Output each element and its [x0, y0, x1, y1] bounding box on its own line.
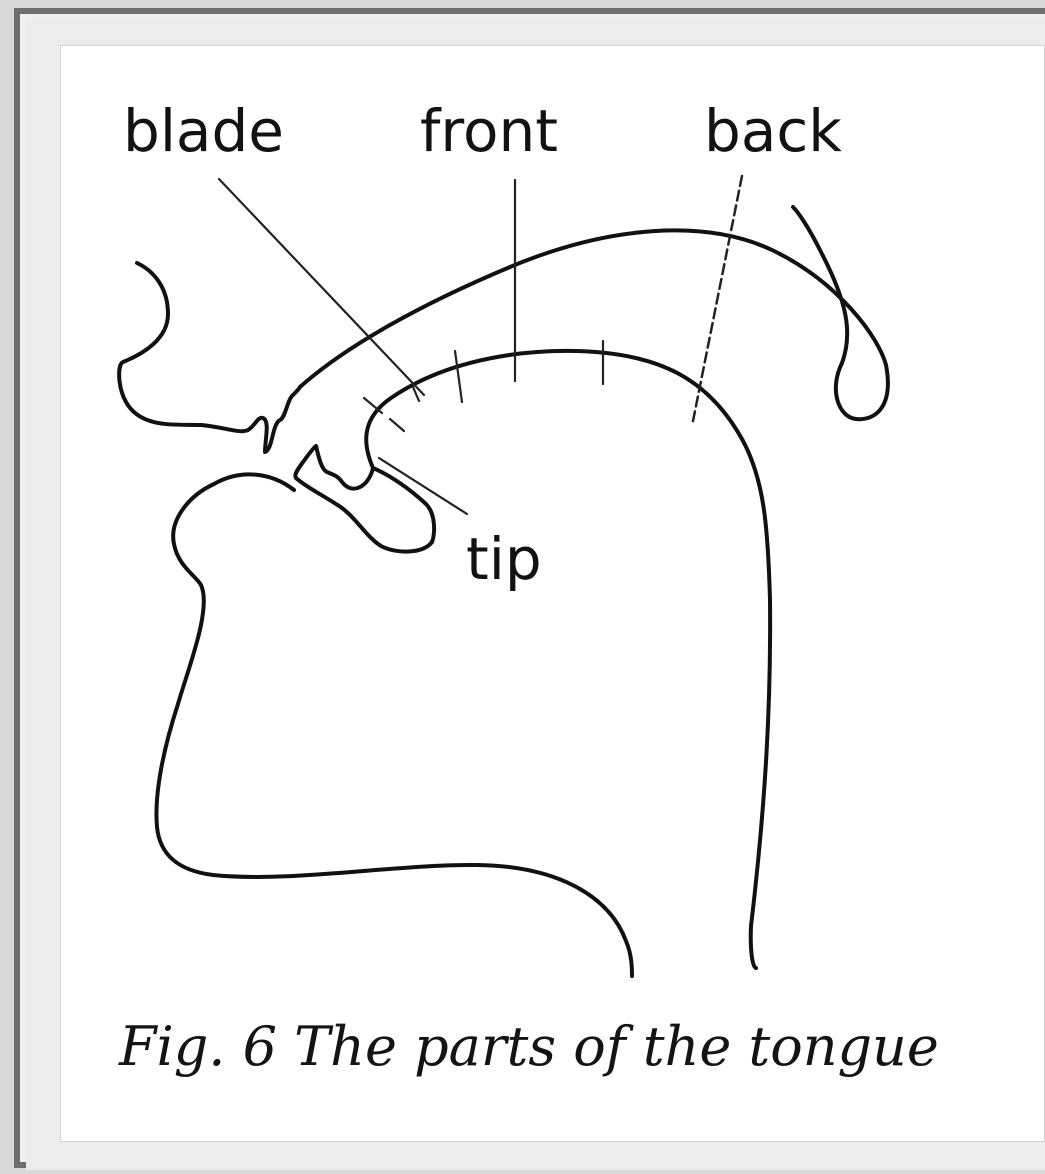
tongue-outline: [295, 351, 770, 968]
figure-caption: Fig. 6 The parts of the tongue: [118, 1015, 939, 1078]
tip-hook: [373, 468, 434, 542]
tongue-tick-4: [455, 351, 462, 402]
tip-pointer: [379, 458, 467, 514]
upper-lip-outline: [119, 263, 300, 452]
label-blade: blade: [123, 97, 284, 165]
tongue-tick-2: [390, 419, 404, 431]
label-back: back: [704, 97, 842, 165]
palate-curve: [300, 207, 888, 419]
blade-pointer: [219, 179, 424, 395]
label-front: front: [420, 97, 558, 165]
back-pointer: [692, 176, 742, 426]
label-tip: tip: [466, 525, 542, 593]
